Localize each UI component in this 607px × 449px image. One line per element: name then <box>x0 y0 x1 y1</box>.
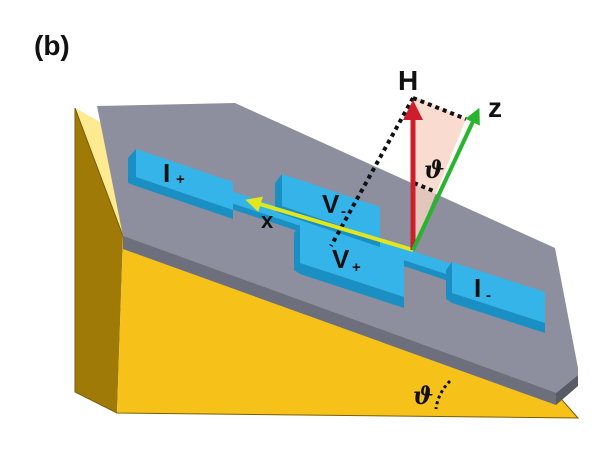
pad-voltage-plus-sub: + <box>352 259 361 276</box>
pad-current-minus-left <box>446 262 452 303</box>
wedge-angle-marker: ϑ <box>413 379 452 410</box>
pad-current-minus: I - <box>446 262 545 333</box>
pad-current-plus: I + <box>128 149 233 219</box>
pad-voltage-plus: V + <box>294 224 404 308</box>
dotted-angle-tick <box>413 181 437 194</box>
panel-label: (b) <box>34 30 70 61</box>
pad-voltage-plus-top <box>300 224 404 297</box>
pad-voltage-plus-side <box>300 263 404 308</box>
pad-current-minus-sub: - <box>486 287 491 304</box>
x-axis-arrow <box>245 196 414 252</box>
pad-current-plus-label: I <box>163 158 170 188</box>
pad-voltage-plus-label: V <box>332 244 350 274</box>
substrate-front-edge <box>123 236 556 405</box>
x-axis-label: x <box>261 208 274 233</box>
wedge-angle-arc <box>434 379 452 410</box>
h-field-label: H <box>398 65 418 96</box>
pad-current-plus-sub: + <box>176 171 185 188</box>
pad-current-minus-label: I <box>474 273 481 303</box>
z-axis-arrow <box>411 107 480 251</box>
pad-current-plus-top <box>136 149 233 210</box>
theta-top-label: ϑ <box>424 155 444 184</box>
angle-plane <box>413 96 466 250</box>
pad-current-plus-left <box>128 149 136 186</box>
theta-bottom-label: ϑ <box>413 381 433 410</box>
pad-current-minus-side <box>452 293 545 333</box>
pad-voltage-plus-left <box>294 224 300 274</box>
wedge-side-face <box>75 108 123 413</box>
pad-current-minus-top <box>452 262 545 323</box>
pad-voltage-minus-label: V <box>322 189 340 219</box>
pad-current-plus-side <box>136 177 233 219</box>
pad-voltage-minus-left <box>275 174 282 214</box>
substrate-right-edge <box>556 375 578 405</box>
pad-voltage-minus-top <box>282 174 380 239</box>
z-axis-label: z <box>488 92 502 123</box>
pad-voltage-minus-sub: - <box>341 203 346 220</box>
